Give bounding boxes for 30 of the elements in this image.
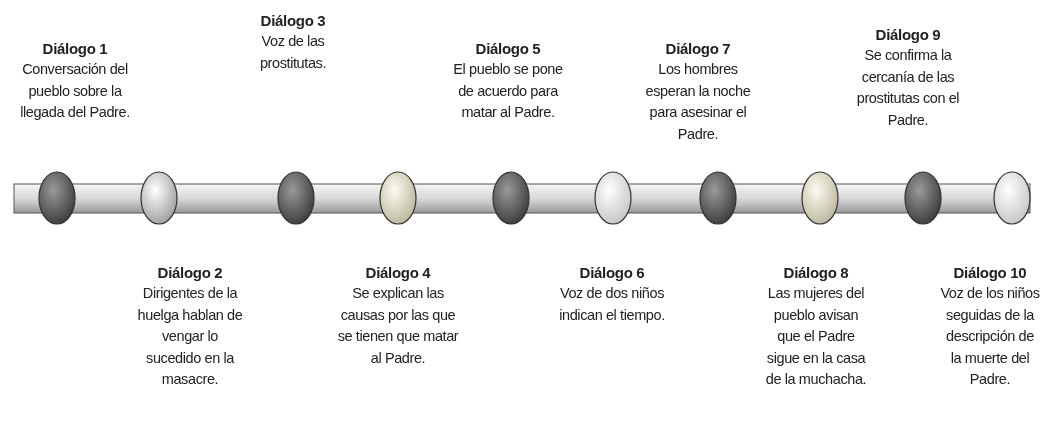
dialogue-description: Se explican las causas por las que se tienen que matar al Padre. <box>336 284 460 368</box>
dialogue-heading: Diálogo 9 <box>874 25 942 45</box>
dialogue-description: Voz de las prostitutas. <box>258 32 328 73</box>
timeline-marker <box>801 171 839 225</box>
dialogue-description: El pueblo se pone de acuerdo para matar al Padre. <box>452 60 564 122</box>
timeline-marker <box>379 171 417 225</box>
timeline-marker <box>38 171 76 225</box>
dialogue-description: Voz de los niños seguidas de la descripción de la muerte del Padre. <box>940 284 1040 389</box>
timeline-marker <box>277 171 315 225</box>
dialogue-description: Los hombres esperan la noche para asesinar el Padre. <box>644 60 752 144</box>
timeline-marker <box>993 171 1031 225</box>
dialogue-heading: Diálogo 5 <box>474 39 542 59</box>
timeline-marker <box>904 171 942 225</box>
timeline-marker <box>492 171 530 225</box>
timeline-marker <box>699 171 737 225</box>
dialogue-heading: Diálogo 1 <box>41 39 109 59</box>
dialogue-heading: Diálogo 10 <box>952 263 1028 283</box>
dialogue-heading: Diálogo 8 <box>782 263 850 283</box>
dialogue-description: Voz de dos niños indican el tiempo. <box>558 284 666 325</box>
timeline-marker <box>140 171 178 225</box>
dialogue-heading: Diálogo 4 <box>364 263 432 283</box>
dialogue-description: Conversación del pueblo sobre la llegada del Padre. <box>20 60 130 122</box>
dialogue-description: Se confirma la cercanía de las prostitutas con el Padre. <box>855 46 961 130</box>
dialogue-heading: Diálogo 6 <box>578 263 646 283</box>
dialogue-heading: Diálogo 2 <box>156 263 224 283</box>
dialogue-description: Las mujeres del pueblo avisan que el Padre sigue en la casa de la muchacha. <box>764 284 868 389</box>
timeline-marker <box>594 171 632 225</box>
dialogue-description: Dirigentes de la huelga hablan de vengar lo sucedido en la masacre. <box>136 284 244 389</box>
dialogue-heading: Diálogo 3 <box>259 11 327 31</box>
dialogue-heading: Diálogo 7 <box>664 39 732 59</box>
